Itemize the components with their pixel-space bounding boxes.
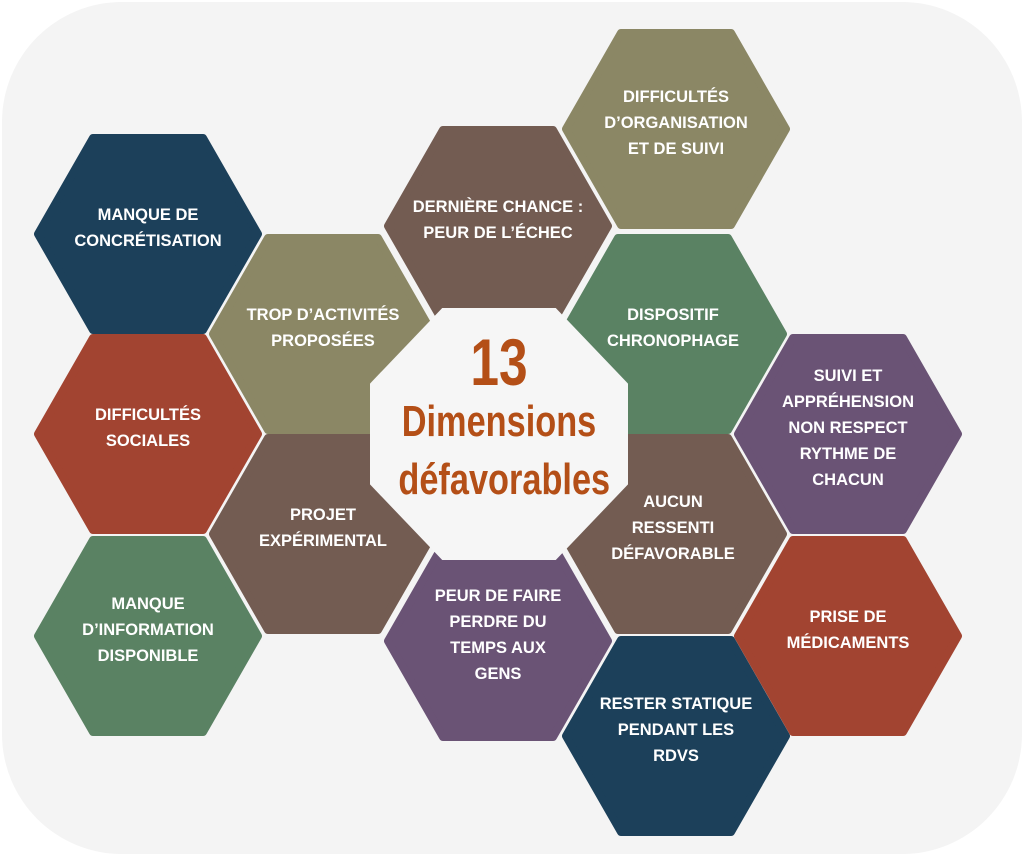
- hexagon-13: [734, 536, 962, 736]
- hexagon-11: [562, 636, 790, 836]
- hexagon-6: [384, 126, 612, 326]
- center-octagon: [370, 308, 628, 560]
- hexagon-2: [34, 334, 262, 534]
- center-number: 13: [470, 325, 528, 399]
- hexagon-7: [384, 541, 612, 741]
- hexagon-3: [34, 536, 262, 736]
- hexagon-12: [734, 334, 962, 534]
- hexagon-1: [34, 134, 262, 334]
- center-title-line1: Dimensions: [401, 397, 597, 446]
- hexagon-8: [562, 29, 790, 229]
- center-title-line2: défavorables: [398, 455, 611, 504]
